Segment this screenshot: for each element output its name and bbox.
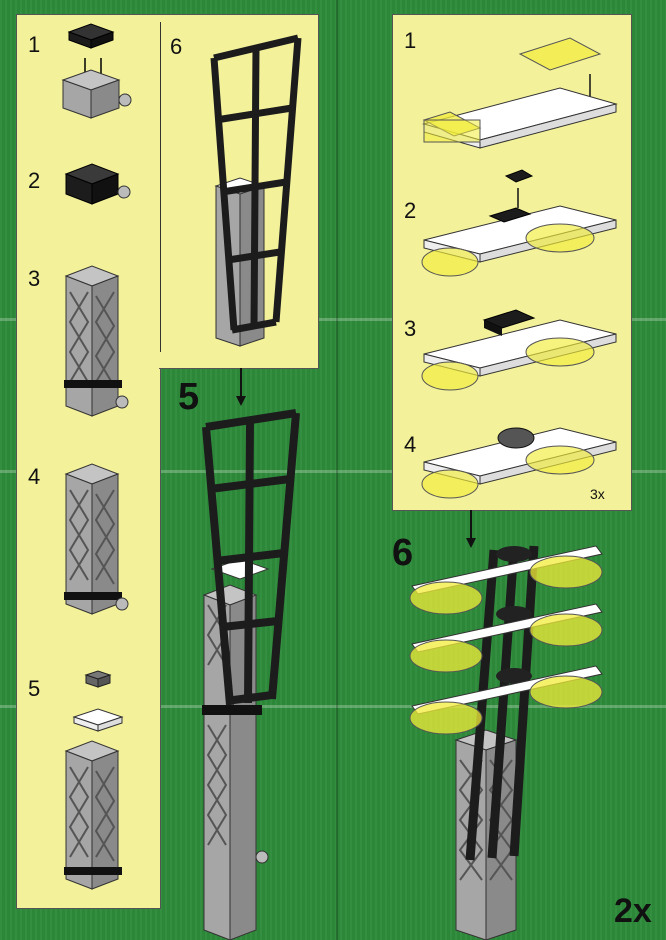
step-5-assembly-illustration bbox=[196, 405, 316, 940]
right-step-4-illustration bbox=[420, 404, 620, 504]
step-6-light-tower-illustration bbox=[406, 540, 636, 940]
step-number: 2 bbox=[28, 170, 40, 192]
step-number: 5 bbox=[28, 678, 40, 700]
step-number: 2 bbox=[404, 200, 416, 222]
arrow-icon bbox=[236, 368, 246, 408]
step-number: 1 bbox=[404, 30, 416, 52]
step-number: 3 bbox=[28, 268, 40, 290]
step-6-illustration bbox=[200, 30, 310, 350]
step-4-illustration bbox=[60, 460, 140, 620]
step-number: 1 bbox=[28, 34, 40, 56]
right-step-2-illustration bbox=[420, 160, 620, 290]
step-1-illustration bbox=[55, 22, 145, 122]
step-3-illustration bbox=[60, 262, 140, 422]
step-number: 3 bbox=[404, 318, 416, 340]
step-5-illustration bbox=[60, 665, 140, 895]
page-multiplier-label: 2x bbox=[614, 892, 652, 931]
panel-divider bbox=[160, 22, 161, 352]
step-2-illustration bbox=[60, 160, 140, 210]
fold-line bbox=[336, 0, 338, 940]
right-step-1-illustration bbox=[420, 24, 620, 164]
step-number: 4 bbox=[404, 434, 416, 456]
step-number: 4 bbox=[28, 466, 40, 488]
step-number: 6 bbox=[170, 36, 182, 58]
right-step-3-illustration bbox=[420, 290, 620, 400]
